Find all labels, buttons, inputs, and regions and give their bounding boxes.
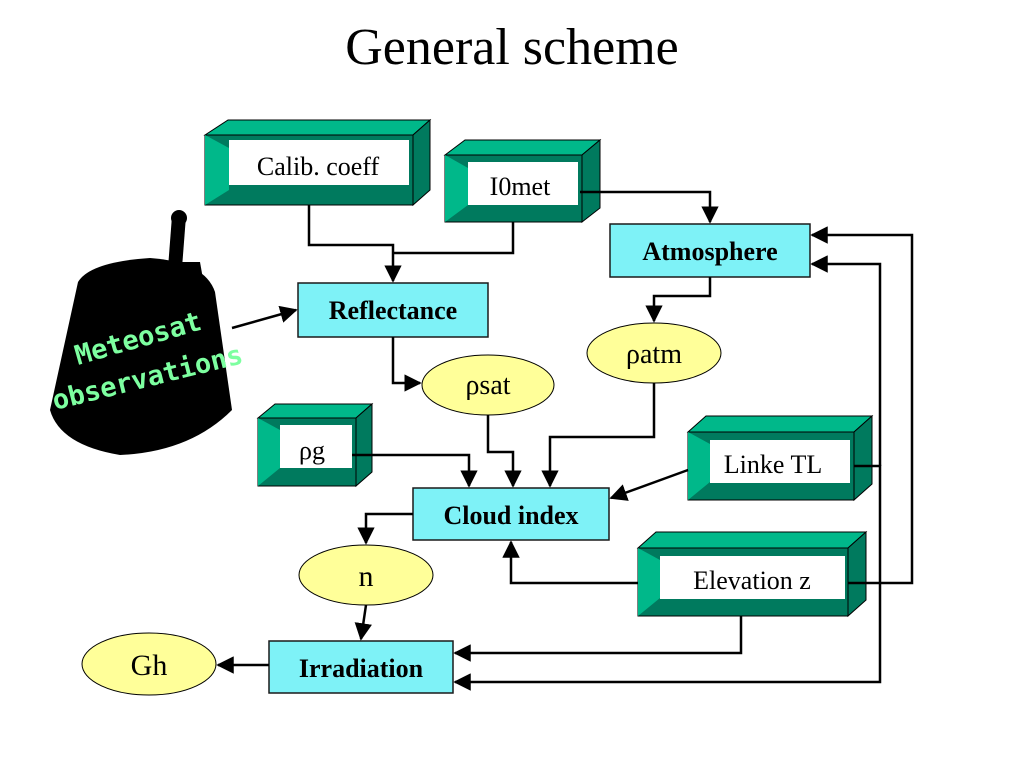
- ellipse-rho-atm: ρatm: [586, 322, 722, 384]
- reflectance-label: Reflectance: [329, 296, 457, 325]
- calib-coeff-label: Calib. coeff: [257, 152, 380, 181]
- process-box-atmosphere: Atmosphere: [609, 223, 811, 278]
- arrow-elevation-cloudindex: [502, 540, 638, 585]
- arrow-n-irradiation: [354, 604, 372, 641]
- process-box-cloud-index: Cloud index: [412, 487, 610, 541]
- arrow-atmosphere-rhoatm: [645, 277, 712, 323]
- n-label: n: [359, 560, 374, 593]
- arrow-meteosat-reflectance: [231, 305, 298, 330]
- arrow-calib-reflectance: [307, 205, 402, 283]
- connectors: [216, 190, 914, 691]
- elevation-z-label: Elevation z: [693, 566, 811, 595]
- irradiation-label: Irradiation: [299, 654, 424, 683]
- rho-g-label: ρg: [299, 436, 325, 465]
- ellipse-n: n: [298, 544, 434, 606]
- ellipse-gh: Gh: [81, 632, 217, 696]
- ellipse-rho-sat: ρsat: [421, 354, 555, 416]
- arrow-rhoatm-cloudindex: [541, 383, 656, 488]
- arrow-linke-cloudindex: [609, 468, 689, 501]
- line-i0met-reflectance: [393, 222, 515, 255]
- arrow-rhosat-cloudindex: [486, 415, 522, 488]
- rho-sat-label: ρsat: [465, 370, 510, 401]
- page-title: General scheme: [345, 19, 679, 76]
- rho-atm-label: ρatm: [626, 339, 682, 370]
- process-box-reflectance: Reflectance: [297, 282, 489, 338]
- arrow-reflectance-rhosat: [391, 337, 422, 392]
- input-box-i0met: I0met: [443, 138, 602, 224]
- meteosat-satellite-icon: Meteosat observations: [49, 210, 246, 455]
- input-box-calib: Calib. coeff: [203, 118, 432, 207]
- arrow-elevation-atmosphere: [810, 226, 914, 585]
- atmosphere-label: Atmosphere: [642, 237, 777, 266]
- input-box-rho-g: ρg: [256, 402, 374, 488]
- gh-label: Gh: [131, 649, 168, 682]
- input-box-elevation: Elevation z: [636, 530, 868, 618]
- process-box-irradiation: Irradiation: [268, 640, 454, 694]
- arrow-linke-atmosphere: [810, 255, 882, 466]
- arrow-cloudindex-n: [357, 512, 413, 545]
- arrow-elevation-irradiation: [453, 616, 743, 662]
- input-box-linke: Linke TL: [686, 414, 874, 502]
- linke-tl-label: Linke TL: [724, 450, 822, 479]
- i0met-label: I0met: [490, 172, 551, 201]
- arrow-rhog-cloudindex: [352, 453, 478, 488]
- arrow-i0met-atmosphere: [580, 190, 719, 224]
- cloud-index-label: Cloud index: [443, 501, 578, 530]
- arrow-linke-irradiation: [453, 464, 882, 691]
